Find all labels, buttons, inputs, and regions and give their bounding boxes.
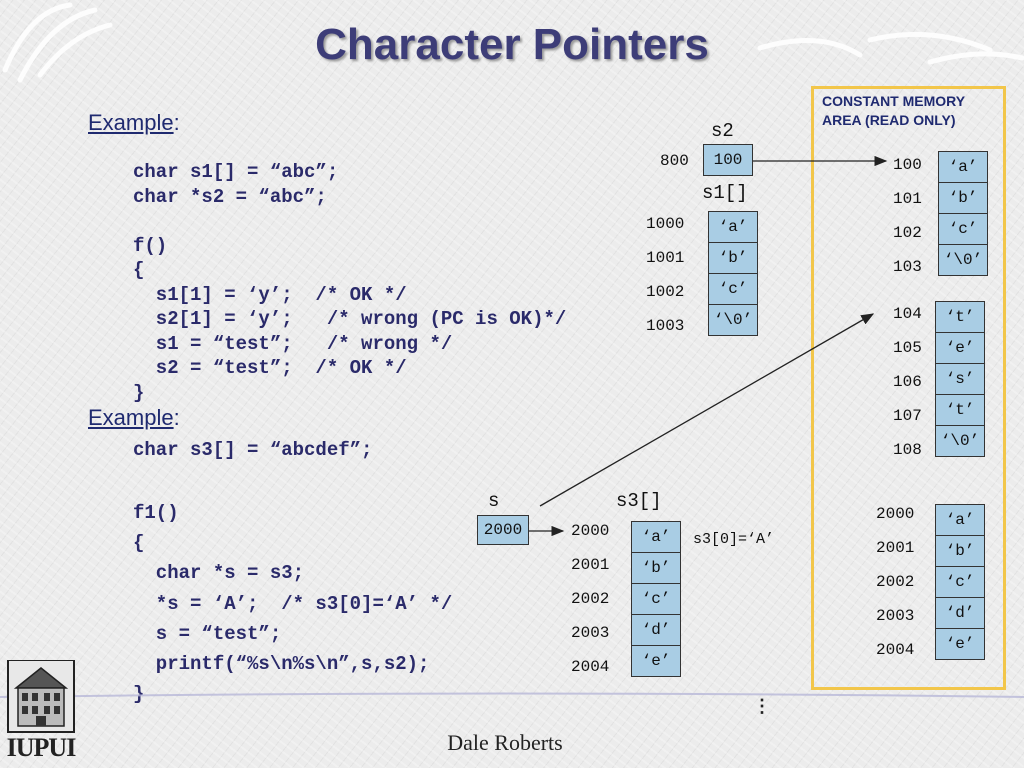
s1-cell: ‘a’ <box>708 211 758 243</box>
s-label: s <box>488 490 500 512</box>
const-address: 104 <box>893 305 922 323</box>
example-label-2: Example: <box>88 405 180 431</box>
s1-cell: ‘\0’ <box>708 304 758 336</box>
const-cell: ‘t’ <box>935 301 985 333</box>
s1-cell: ‘b’ <box>708 242 758 274</box>
const-cell: ‘\0’ <box>938 244 988 276</box>
s3-cell: ‘d’ <box>631 614 681 646</box>
const-group2-cells: ‘t’ ‘e’ ‘s’ ‘t’ ‘\0’ <box>935 301 985 457</box>
const-group1-cells: ‘a’ ‘b’ ‘c’ ‘\0’ <box>938 151 988 276</box>
s3-cell: ‘c’ <box>631 583 681 615</box>
const-address: 102 <box>893 224 922 242</box>
example-label-1-text: Example <box>88 110 174 135</box>
s1-address-column: 1000 1001 1002 1003 <box>646 207 684 343</box>
constant-memory-label-line2: AREA (READ ONLY) <box>822 112 956 128</box>
s3-cell: ‘e’ <box>631 645 681 677</box>
s-cell: 2000 <box>477 515 529 545</box>
s1-address: 1003 <box>646 317 685 335</box>
code-block-2: f1() { char *s = s3; *s = ‘A’; /* s3[0]=… <box>133 502 453 706</box>
const-cell: ‘\0’ <box>935 425 985 457</box>
logo-text: IUPUI <box>6 733 77 762</box>
const-address: 2002 <box>876 573 915 591</box>
arrow-s-to-104 <box>539 313 875 507</box>
const-cell: ‘c’ <box>938 213 988 245</box>
s1-array: ‘a’ ‘b’ ‘c’ ‘\0’ <box>708 211 758 336</box>
const-address: 103 <box>893 258 922 276</box>
const-address: 2001 <box>876 539 915 557</box>
s1-address: 1002 <box>646 283 685 301</box>
s3-address: 2000 <box>571 522 610 540</box>
s3-note: s3[0]=‘A’ <box>693 531 775 548</box>
divider-line <box>0 692 1024 698</box>
s3-address: 2001 <box>571 556 610 574</box>
constant-memory-label: CONSTANT MEMORY AREA (READ ONLY) <box>822 92 965 130</box>
s3-address-column: 2000 2001 2002 2003 2004 <box>571 514 609 684</box>
s3-address: 2002 <box>571 590 610 608</box>
s1-address: 1000 <box>646 215 685 233</box>
s2-label: s2 <box>711 120 734 142</box>
const-group3-addresses: 2000 2001 2002 2003 2004 <box>876 497 914 667</box>
s2-address: 800 <box>660 152 689 170</box>
s1-cell: ‘c’ <box>708 273 758 305</box>
s3-cell: ‘b’ <box>631 552 681 584</box>
const-group3-cells: ‘a’ ‘b’ ‘c’ ‘d’ ‘e’ <box>935 504 985 660</box>
const-cell: ‘e’ <box>935 332 985 364</box>
s2-cell: 100 <box>703 144 753 176</box>
const-address: 106 <box>893 373 922 391</box>
const-address: 2004 <box>876 641 915 659</box>
const-address: 2000 <box>876 505 915 523</box>
const-address: 101 <box>893 190 922 208</box>
example-label-1-colon: : <box>173 110 180 135</box>
example-label-2-colon: : <box>173 405 180 430</box>
decorative-swirls <box>2 2 1024 83</box>
s3-label: s3[] <box>616 490 662 512</box>
const-address: 107 <box>893 407 922 425</box>
const-group1-addresses: 100 101 102 103 <box>893 148 922 284</box>
s3-address: 2003 <box>571 624 610 642</box>
code-block-1: char s1[] = “abc”; char *s2 = “abc”; f()… <box>133 161 567 404</box>
ellipsis-icon: ⋮ <box>753 696 771 716</box>
footer-author: Dale Roberts <box>447 730 563 755</box>
s1-address: 1001 <box>646 249 685 267</box>
const-address: 100 <box>893 156 922 174</box>
const-cell: ‘t’ <box>935 394 985 426</box>
const-cell: ‘b’ <box>935 535 985 567</box>
const-group2-addresses: 104 105 106 107 108 <box>893 297 922 467</box>
iupui-logo-icon <box>7 660 75 733</box>
const-address: 2003 <box>876 607 915 625</box>
code-decl-s3: char s3[] = “abcdef”; <box>133 439 373 461</box>
constant-memory-label-line1: CONSTANT MEMORY <box>822 93 966 109</box>
slide-title: Character Pointers <box>315 20 709 69</box>
const-cell: ‘s’ <box>935 363 985 395</box>
const-cell: ‘a’ <box>935 504 985 536</box>
s1-label: s1[] <box>702 182 748 204</box>
const-cell: ‘e’ <box>935 628 985 660</box>
example-label-2-text: Example <box>88 405 174 430</box>
s3-array: ‘a’ ‘b’ ‘c’ ‘d’ ‘e’ <box>631 521 681 677</box>
s3-address: 2004 <box>571 658 610 676</box>
s3-cell: ‘a’ <box>631 521 681 553</box>
const-address: 108 <box>893 441 922 459</box>
constant-memory-area <box>811 86 1006 690</box>
const-address: 105 <box>893 339 922 357</box>
example-label-1: Example: <box>88 110 180 136</box>
